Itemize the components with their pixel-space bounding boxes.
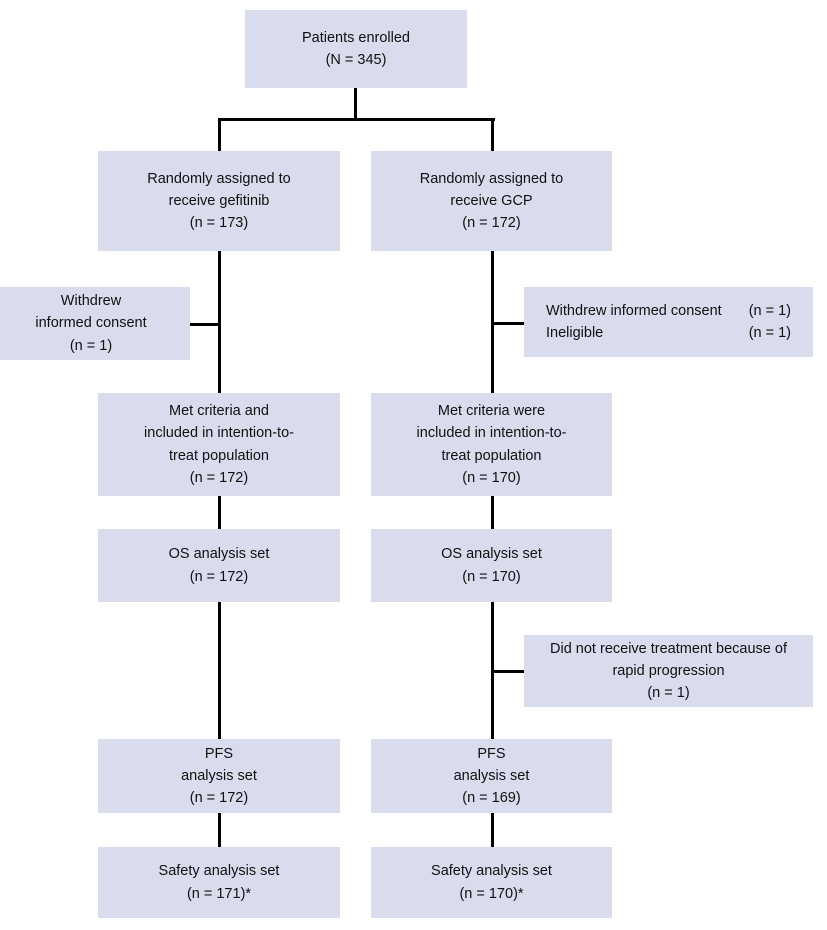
node-os-analysis-set-left: OS analysis set (n = 172) (98, 529, 340, 602)
node-itt-right-line1: Met criteria were (437, 403, 546, 420)
node-itt-left-line2: included in intention-to- (144, 425, 294, 442)
node-exclusion-right-row2-count: (n = 1) (748, 325, 791, 341)
node-patients-enrolled: Patients enrolled (N = 345) (245, 10, 467, 88)
node-pfs-analysis-set-left-line1: PFS (204, 745, 234, 762)
node-randomly-assigned-gefitinib-line1: Randomly assigned to (147, 170, 291, 187)
node-exclusion-right: Withdrew informed consent (n = 1) Inelig… (524, 287, 813, 357)
node-itt-left: Met criteria and included in intention-t… (98, 393, 340, 496)
node-itt-left-line1: Met criteria and (169, 403, 269, 420)
node-pfs-analysis-set-right: PFS analysis set (n = 169) (371, 739, 612, 813)
node-did-not-receive-treatment-right-line3: (n = 1) (647, 685, 690, 702)
node-exclusion-right-row2-label: Ineligible (546, 325, 604, 341)
node-exclusion-left-line3: (n = 1) (69, 337, 113, 354)
node-safety-analysis-set-right-line1: Safety analysis set (431, 863, 552, 880)
node-did-not-receive-treatment-right-line2: rapid progression (612, 662, 725, 679)
connector-split-bar (218, 118, 495, 121)
node-safety-analysis-set-right: Safety analysis set (n = 170)* (371, 847, 612, 918)
node-os-analysis-set-right-line2: (n = 170) (462, 568, 521, 585)
node-randomly-assigned-gefitinib-line2: receive gefitinib (168, 192, 270, 209)
node-pfs-analysis-set-left-line3: (n = 172) (189, 790, 249, 807)
connector-enrolled-trunk (354, 88, 357, 120)
connector-left-pfs-to-safety (218, 813, 221, 847)
node-exclusion-left-line1: Withdrew (60, 293, 122, 310)
node-itt-left-line4: (n = 172) (189, 469, 249, 486)
node-itt-left-line3: treat population (169, 447, 269, 464)
connector-right-no-treatment-stub (491, 670, 525, 673)
node-safety-analysis-set-left: Safety analysis set (n = 171)* (98, 847, 340, 918)
node-randomly-assigned-gcp-line2: receive GCP (450, 192, 533, 209)
node-did-not-receive-treatment-right-line1: Did not receive treatment because of (550, 640, 787, 657)
node-exclusion-right-row-withdrew: Withdrew informed consent (n = 1) (546, 300, 791, 322)
node-exclusion-right-row1-count: (n = 1) (748, 302, 791, 319)
node-patients-enrolled-line2: (N = 345) (325, 52, 387, 68)
node-randomly-assigned-gcp: Randomly assigned to receive GCP (n = 17… (371, 151, 612, 251)
node-randomly-assigned-gefitinib: Randomly assigned to receive gefitinib (… (98, 151, 340, 251)
connector-left-itt-to-os (218, 496, 221, 529)
node-exclusion-left-line2: informed consent (35, 315, 147, 332)
node-os-analysis-set-right: OS analysis set (n = 170) (371, 529, 612, 602)
node-did-not-receive-treatment-right: Did not receive treatment because of rap… (524, 635, 813, 707)
node-safety-analysis-set-left-line1: Safety analysis set (158, 863, 280, 880)
node-safety-analysis-set-right-line2: (n = 170)* (459, 885, 524, 902)
connector-right-exclusion-stub (491, 322, 525, 325)
node-os-analysis-set-right-line1: OS analysis set (441, 546, 542, 563)
node-exclusion-right-row-ineligible: Ineligible (n = 1) (546, 322, 791, 344)
node-itt-right-line3: treat population (441, 447, 542, 464)
node-pfs-analysis-set-right-line3: (n = 169) (462, 790, 521, 807)
node-itt-right-line2: included in intention-to- (416, 425, 567, 442)
node-itt-right-line4: (n = 170) (462, 469, 521, 486)
node-randomly-assigned-gefitinib-line3: (n = 173) (189, 215, 249, 232)
connector-right-itt-to-os (491, 496, 494, 529)
connector-right-pfs-to-safety (491, 813, 494, 847)
connector-left-exclusion-stub (189, 323, 220, 326)
node-itt-right: Met criteria were included in intention-… (371, 393, 612, 496)
node-randomly-assigned-gcp-line3: (n = 172) (462, 215, 521, 232)
node-exclusion-right-row1-label: Withdrew informed consent (546, 302, 722, 319)
node-patients-enrolled-line1: Patients enrolled (301, 29, 410, 46)
node-os-analysis-set-left-line2: (n = 172) (189, 568, 249, 585)
node-pfs-analysis-set-left: PFS analysis set (n = 172) (98, 739, 340, 813)
node-exclusion-left: Withdrew informed consent (n = 1) (0, 287, 190, 360)
connector-split-drop-right (491, 118, 494, 153)
node-safety-analysis-set-left-line2: (n = 171)* (186, 885, 252, 902)
node-pfs-analysis-set-right-line1: PFS (477, 745, 506, 762)
node-randomly-assigned-gcp-line1: Randomly assigned to (419, 170, 564, 187)
node-os-analysis-set-left-line1: OS analysis set (168, 546, 270, 563)
connector-left-os-to-pfs (218, 602, 221, 739)
connector-split-drop-left (218, 118, 221, 153)
node-pfs-analysis-set-left-line2: analysis set (181, 767, 257, 784)
node-pfs-analysis-set-right-line2: analysis set (453, 767, 530, 784)
